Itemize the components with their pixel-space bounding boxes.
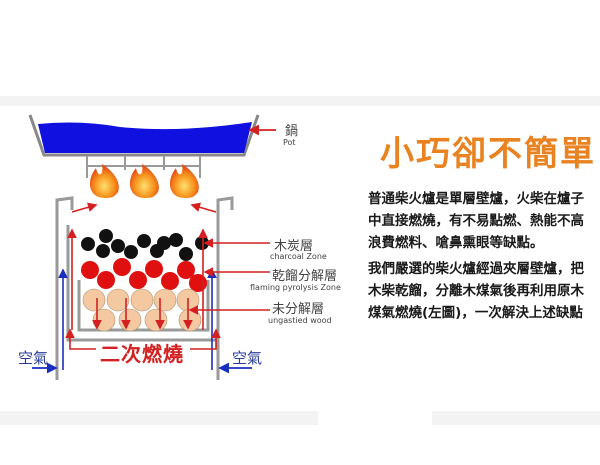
air-label-left: 空氣 (18, 349, 49, 367)
secondary-combustion-label: 二次燃燒 (100, 342, 184, 366)
air-label-right: 空氣 (232, 349, 263, 367)
pot-label-en: Pot (283, 138, 296, 147)
stove-diagram (28, 114, 276, 380)
pot-label: 鍋 (285, 124, 299, 139)
flame-icons (89, 164, 199, 198)
charcoal-zone-label-en: charcoal Zone (270, 252, 327, 261)
paragraph-2: 我們嚴選的柴火爐經過夾層壁爐，把木柴乾餾，分離木煤氣後再利用原木煤氣燃燒(左圖)… (368, 261, 584, 321)
pot-icon (28, 114, 260, 157)
pyrolysis-zone-label: 乾餾分解層 (272, 269, 338, 284)
charcoal-layer (81, 229, 209, 261)
top-band (0, 96, 600, 106)
pyrolysis-zone-label-en: flaming pyrolysis Zone (250, 283, 341, 292)
ungasified-zone-label-en: ungastied wood (268, 316, 332, 325)
pyrolysis-layer (81, 258, 207, 292)
bottom-band-left (0, 411, 318, 425)
ungasified-zone-label: 未分解層 (272, 302, 325, 317)
wood-layer (82, 288, 202, 332)
bottom-band-right (432, 411, 600, 425)
stove-walls (55, 196, 234, 380)
paragraph-1: 普通柴火爐是單層壁爐，火柴在爐子中直接燃燒，有不易點燃、熱能不高浪費燃料、嗆鼻熏… (368, 191, 584, 251)
page-title: 小巧卻不簡單 (380, 134, 596, 174)
charcoal-zone-label: 木炭層 (274, 239, 314, 254)
